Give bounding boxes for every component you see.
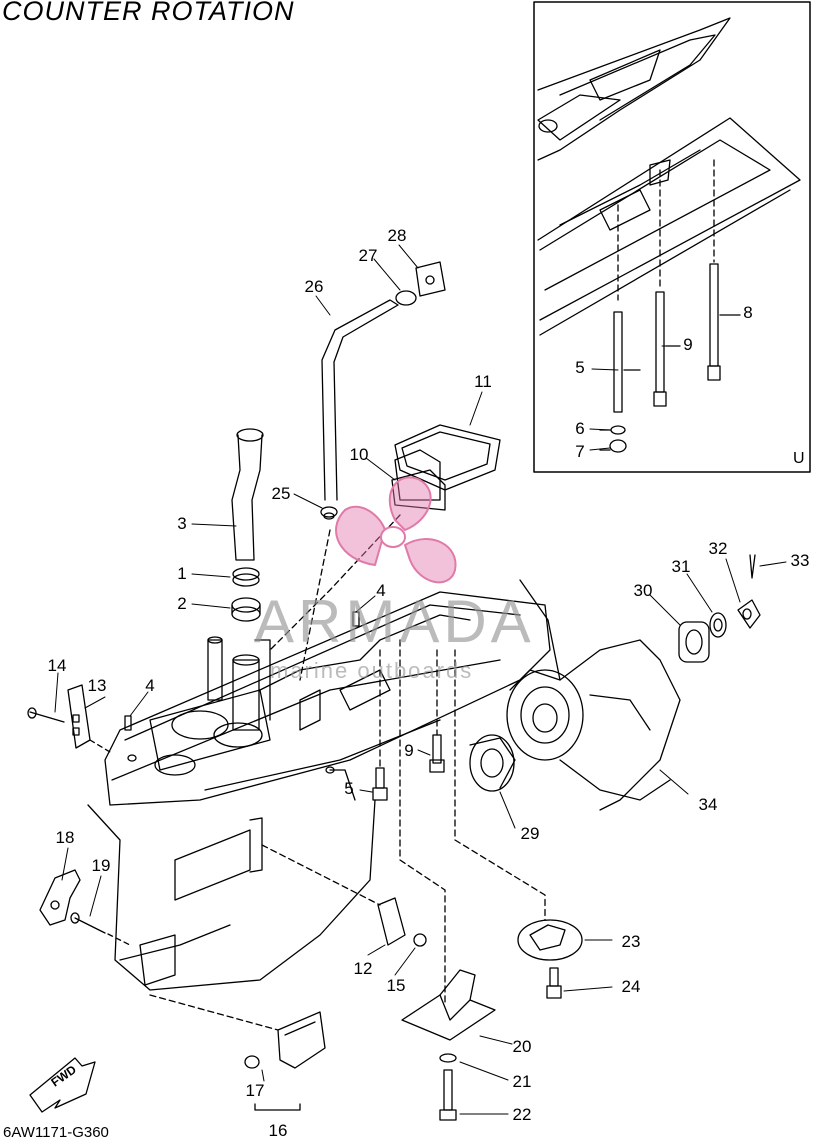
diagram-title: COUNTER ROTATION <box>2 0 295 26</box>
callout-6: 6 <box>575 419 585 438</box>
callout-24: 24 <box>621 977 641 996</box>
watermark-subtitle: marine outboards <box>270 658 474 683</box>
callout-29: 29 <box>520 824 540 843</box>
inset-tag: U <box>793 450 805 467</box>
callout-27: 27 <box>358 246 378 265</box>
callout-12: 12 <box>353 959 373 978</box>
trim-tab <box>517 919 583 999</box>
callout-34: 34 <box>698 795 718 814</box>
callout-30: 30 <box>633 581 653 600</box>
water-tube-and-seals <box>231 428 264 622</box>
propeller-hardware <box>469 554 761 792</box>
callout-15: 15 <box>386 976 406 995</box>
leader-lines <box>54 244 787 1115</box>
callout-31: 31 <box>671 557 691 576</box>
anode-side <box>39 869 131 946</box>
callout-5: 5 <box>344 779 354 798</box>
callout-16: 16 <box>268 1121 288 1140</box>
inset-detail-box <box>533 1 811 473</box>
fwd-arrow-icon <box>29 1057 96 1113</box>
callout-22: 22 <box>512 1105 532 1124</box>
callout-1: 1 <box>177 564 187 583</box>
callout-21: 21 <box>512 1072 532 1091</box>
propeller <box>506 579 681 811</box>
callout-3: 3 <box>177 514 187 533</box>
callout-33: 33 <box>790 551 810 570</box>
callout-25: 25 <box>271 484 291 503</box>
plate-and-fasteners <box>401 969 496 1121</box>
callout-4: 4 <box>145 676 155 695</box>
callout-9: 9 <box>404 741 414 760</box>
housing-bolts <box>372 639 546 1006</box>
anode-rear <box>149 994 326 1111</box>
callout-11: 11 <box>474 372 492 391</box>
cover-and-gasket <box>269 424 501 651</box>
callout-26: 26 <box>304 277 324 296</box>
lower-casing <box>87 591 551 991</box>
callout-20: 20 <box>512 1037 532 1056</box>
callout-23: 23 <box>621 932 641 951</box>
callout-28: 28 <box>387 226 407 245</box>
callout-5: 5 <box>575 358 585 377</box>
callout-13: 13 <box>87 676 107 695</box>
watermark-brand: ARMADA <box>254 588 535 655</box>
watermark-logo-icon <box>335 476 457 584</box>
callout-2: 2 <box>177 594 187 613</box>
callout-7: 7 <box>575 442 585 461</box>
callout-19: 19 <box>91 856 111 875</box>
callout-32: 32 <box>708 539 728 558</box>
anode-lower <box>261 844 427 947</box>
callout-18: 18 <box>55 828 75 847</box>
callout-14: 14 <box>47 656 67 675</box>
callout-4: 4 <box>376 581 386 600</box>
anode-front <box>27 684 111 753</box>
diagram-code: 6AW1171-G360 <box>3 1124 109 1141</box>
callout-9: 9 <box>683 335 693 354</box>
callout-8: 8 <box>743 303 753 322</box>
callout-10: 10 <box>349 445 369 464</box>
callout-17: 17 <box>245 1081 265 1100</box>
